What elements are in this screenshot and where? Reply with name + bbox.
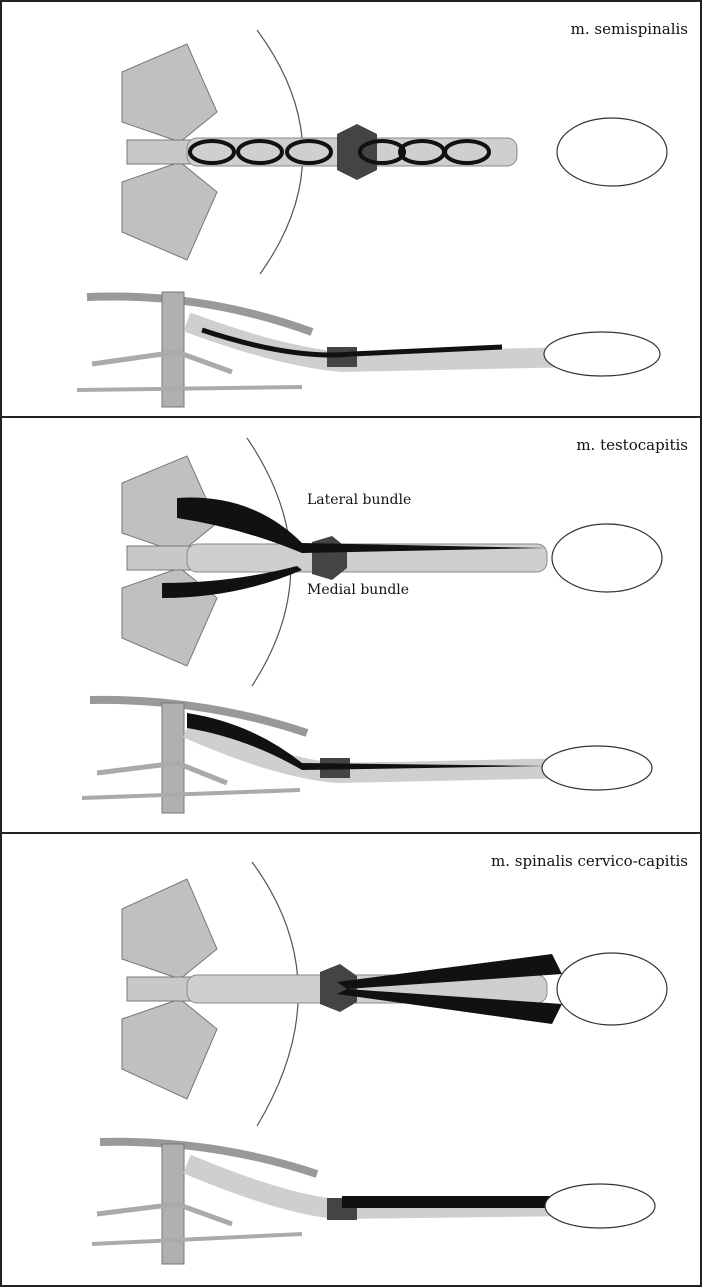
plastron-profile	[92, 1234, 302, 1244]
skull-outline	[544, 332, 660, 376]
vertebra-dark	[312, 536, 347, 580]
skull-outline	[545, 1184, 655, 1228]
plastron-profile	[77, 387, 302, 390]
panel-spinalis-cervico-capitis: m. spinalis cervico-capitis	[0, 832, 702, 1287]
panel-testocapitis: m. testocapitis Lateral bundle Medial bu…	[0, 416, 702, 834]
dorsal-view	[122, 862, 667, 1126]
dorsal-view	[122, 438, 662, 686]
spinalis-lateral	[342, 1196, 557, 1208]
plastron-profile	[82, 790, 300, 798]
semispinalis-illustration	[2, 2, 702, 418]
panel-semispinalis: m. semispinalis	[0, 0, 702, 418]
pectoral-girdle-lower	[122, 162, 217, 260]
vertebra-dark	[337, 124, 377, 180]
skull-outline	[557, 118, 667, 186]
testocapitis-illustration	[2, 418, 702, 834]
pectoral-girdle-lower	[122, 999, 217, 1099]
pectoral-girdle-upper	[122, 879, 217, 979]
skull-outline	[542, 746, 652, 790]
pectoral-girdle-upper	[122, 44, 217, 142]
lateral-view	[82, 700, 652, 813]
skull-outline	[552, 524, 662, 592]
skull-outline	[557, 953, 667, 1025]
lateral-view	[92, 1142, 655, 1264]
lateral-view	[77, 292, 660, 407]
spinalis-illustration	[2, 834, 702, 1287]
dorsal-view	[122, 30, 667, 274]
